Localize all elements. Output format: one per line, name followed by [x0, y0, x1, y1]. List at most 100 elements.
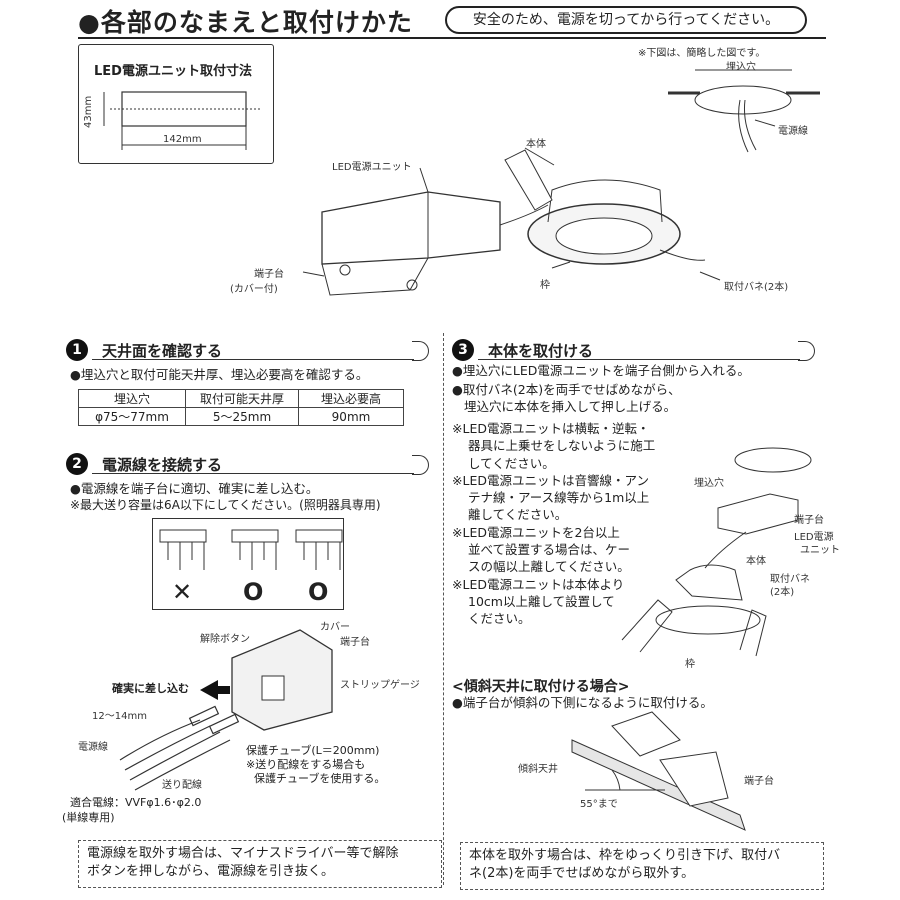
label-spring: 取付バネ(2本)	[724, 282, 789, 293]
section3-line3: 埋込穴に本体を挿入して押し上げる。	[464, 399, 677, 414]
label-insert: 確実に差し込む	[112, 682, 189, 695]
wiring-mark-ok-1: O	[243, 578, 264, 606]
slope-heading: <傾斜天井に取付ける場合>	[452, 679, 630, 695]
section2-title: 電源線を接続する	[102, 456, 223, 474]
section2-line2: ※最大送り容量は6A以下にしてください。(照明器具専用)	[70, 498, 381, 512]
spec-header-height: 埋込必要高	[298, 389, 404, 408]
fig3-label-terminal: 端子台	[794, 515, 824, 526]
note-line: 並べて設置する場合は、ケー	[468, 542, 631, 558]
hole-ellipse	[694, 85, 792, 115]
terminal-block	[321, 257, 429, 296]
insert-arrow	[200, 680, 230, 700]
note-line: 離してください。	[468, 507, 568, 523]
slope-label-terminal: 端子台	[744, 776, 774, 787]
label-power-cable: 電源線	[778, 126, 808, 137]
fig3-label-led-2: ユニット	[800, 545, 840, 556]
note-line: ください。	[468, 611, 531, 627]
label-main-body: 本体	[526, 139, 546, 150]
label-led-unit: LED電源ユニット	[332, 162, 412, 173]
downlight-body	[547, 179, 663, 223]
section3-title: 本体を取付ける	[488, 342, 594, 360]
note-line: ※LED電源ユニットは横転・逆転・	[452, 421, 650, 436]
wiring-mark-ng: ✕	[172, 578, 193, 606]
hole-cable	[738, 99, 757, 153]
spec-value-thickness: 5〜25mm	[185, 407, 299, 426]
fig3-label-spring-2: (2本)	[770, 587, 795, 598]
simplified-note: ※下図は、簡略した図です。	[638, 48, 766, 59]
fig3-label-hole: 埋込穴	[694, 478, 724, 489]
spec-value-hole: φ75〜77mm	[78, 407, 186, 426]
note-line: テナ線・アース線等から1m以上	[468, 490, 650, 506]
section1-number: 1	[66, 339, 88, 361]
slope-label-ceiling: 傾斜天井	[518, 764, 558, 775]
section1-title: 天井面を確認する	[102, 342, 223, 360]
title-rule	[78, 37, 826, 39]
label-power-cable-2: 電源線	[78, 742, 108, 753]
dimension-width: 142mm	[163, 134, 202, 145]
spring-left	[504, 149, 553, 211]
section2-number: 2	[66, 453, 88, 475]
section1-heading: 1 天井面を確認する	[66, 339, 436, 363]
wiring-mark-ok-2: O	[308, 578, 329, 606]
label-wire-spec: 適合電線：VVFφ1.6･φ2.0	[70, 796, 202, 809]
remove-body-note-line2: ネ(2本)を両手でせばめながら取外す。	[469, 866, 695, 881]
column-divider	[443, 333, 444, 885]
remove-body-note: 本体を取外す場合は、枠をゆっくり引き下げ、取付バ ネ(2本)を両手でせばめながら…	[460, 842, 824, 890]
remove-cable-note: 電源線を取外す場合は、マイナスドライバー等で解除 ボタンを押しながら、電源線を引…	[78, 840, 442, 888]
dimension-box-title: LED電源ユニット取付寸法	[94, 64, 252, 79]
slope-unit	[611, 711, 681, 757]
note-line: ※LED電源ユニットは音響線・アン	[452, 472, 649, 488]
spec-header-thickness: 取付可能天井厚	[185, 389, 299, 408]
led-unit-box	[321, 191, 501, 265]
fig3-label-frame: 枠	[685, 659, 695, 670]
section1-text: ●埋込穴と取付可能天井厚、埋込必要高を確認する。	[70, 367, 369, 382]
connect-cable	[499, 204, 549, 226]
label-tube-1: 保護チューブ(L＝200mm)	[246, 744, 380, 757]
remove-cable-note-line1: 電源線を取外す場合は、マイナスドライバー等で解除	[87, 846, 399, 861]
note-line: 器具に上乗せをしないように施工	[468, 438, 656, 454]
spec-header-hole: 埋込穴	[78, 389, 186, 408]
section3-line2: ●取付バネ(2本)を両手でせばめながら、	[452, 382, 681, 397]
safety-note: 安全のため、電源を切ってから行ってください。	[445, 6, 807, 34]
fig3-label-body: 本体	[746, 556, 766, 567]
label-embed-hole: 埋込穴	[726, 62, 756, 73]
label-strip-length: 12〜14mm	[92, 711, 147, 722]
spring-right	[659, 249, 706, 261]
section3-line1: ●埋込穴にLED電源ユニットを端子台側から入れる。	[452, 363, 750, 378]
section3-notes: ※LED電源ユニットは横転・逆転・ 器具に上乗せをしないように施工 してください…	[452, 420, 655, 628]
fig3-hand-left	[621, 599, 673, 653]
spec-table: 埋込穴 取付可能天井厚 埋込必要高 φ75〜77mm 5〜25mm 90mm	[78, 389, 404, 426]
downlight-lens	[555, 217, 653, 255]
fig3-body	[675, 564, 743, 601]
fig3-frame	[655, 605, 761, 635]
label-tube-3: 保護チューブを使用する。	[254, 772, 386, 785]
label-frame: 枠	[540, 280, 550, 291]
note-line: ※LED電源ユニットを2台以上	[452, 524, 620, 540]
note-line: スの幅以上離してください。	[468, 559, 630, 575]
spec-value-height: 90mm	[298, 407, 404, 426]
remove-body-note-line1: 本体を取外す場合は、枠をゆっくり引き下げ、取付バ	[469, 848, 781, 863]
section3-heading: 3 本体を取付ける	[452, 339, 822, 363]
fig3-label-spring-1: 取付バネ	[770, 574, 810, 585]
note-line: してください。	[468, 455, 555, 471]
fig3-led-unit	[717, 493, 799, 535]
section3-number: 3	[452, 339, 474, 361]
dimension-box	[78, 44, 274, 164]
label-wire-single: (単線専用)	[62, 811, 115, 824]
label-tube-2: ※送り配線をする場合も	[246, 758, 366, 771]
slope-text: ●端子台が傾斜の下側になるように取付ける。	[452, 695, 713, 710]
note-line: ※LED電源ユニットは本体より	[452, 576, 625, 592]
section2-heading: 2 電源線を接続する	[66, 453, 436, 477]
remove-cable-note-line2: ボタンを押しながら、電源線を引き抜く。	[87, 864, 335, 879]
slope-label-angle: 55°まで	[580, 799, 618, 810]
wire-bundle	[119, 705, 240, 791]
fig3-hole	[734, 447, 812, 473]
wiring-diagram-box	[152, 518, 344, 610]
slope-body	[659, 751, 729, 807]
page-title: ●各部のなまえと取付けかた	[78, 8, 413, 37]
label-terminal-block: 端子台	[254, 269, 284, 280]
note-line: 10cm以上離して設置して	[468, 593, 615, 609]
label-terminal: 端子台	[340, 637, 370, 648]
fig3-hand-right	[739, 609, 767, 657]
